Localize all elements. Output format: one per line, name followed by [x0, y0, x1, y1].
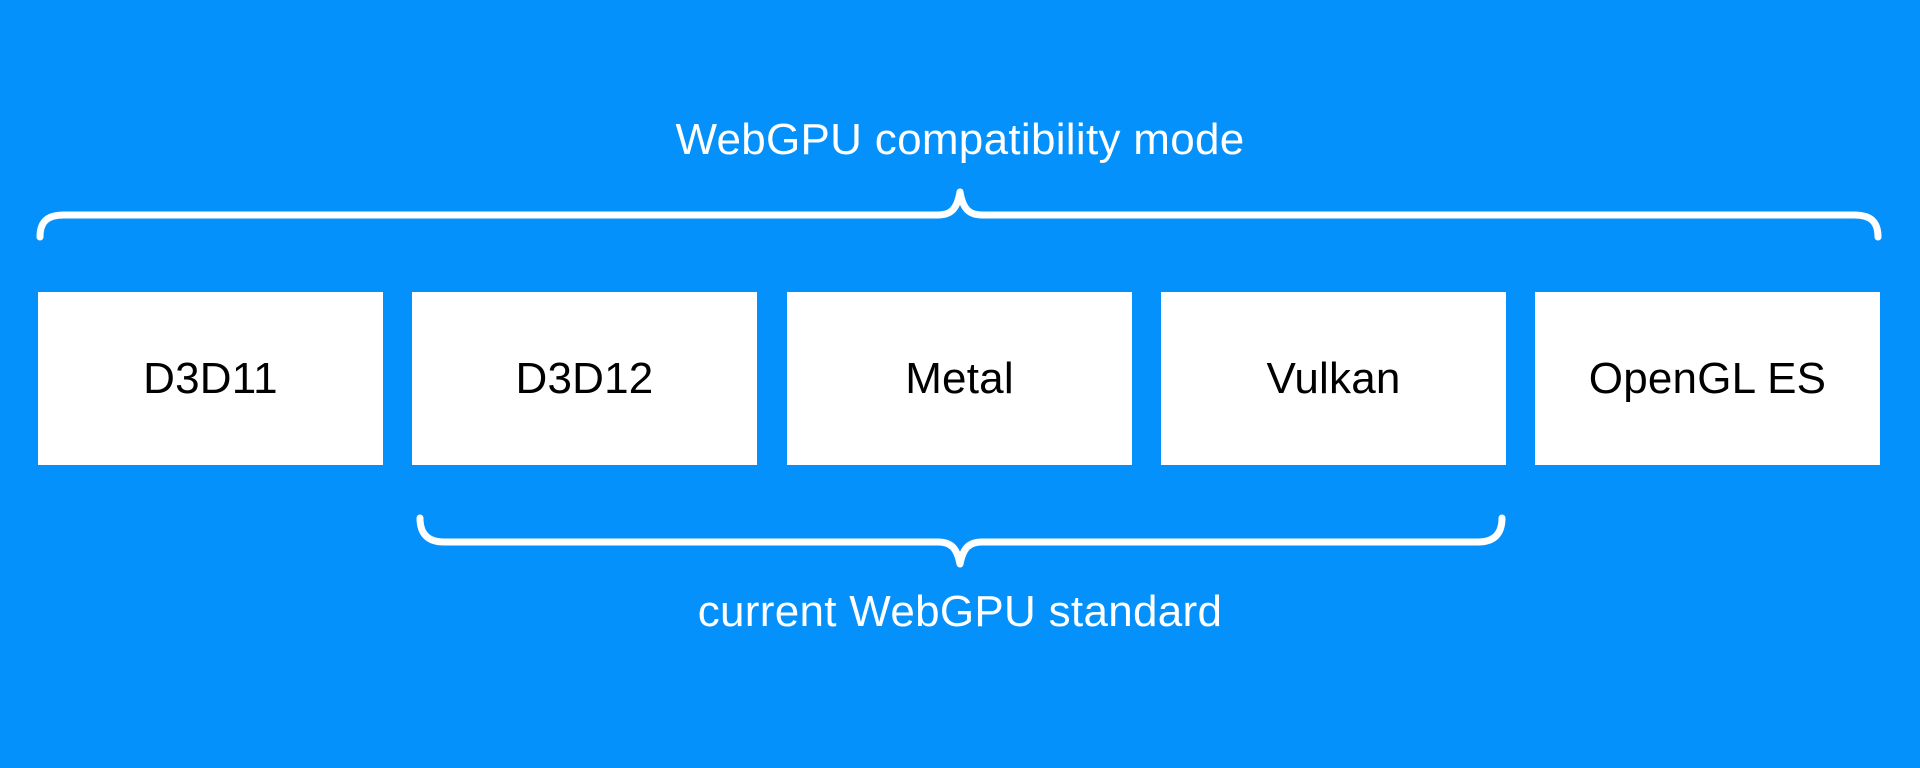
- backend-label: D3D12: [515, 353, 654, 403]
- backend-label: D3D11: [143, 353, 278, 403]
- backend-box-metal: Metal: [787, 292, 1132, 465]
- compatibility-mode-label: WebGPU compatibility mode: [675, 115, 1245, 164]
- current-standard-label: current WebGPU standard: [697, 587, 1223, 636]
- backend-box-vulkan: Vulkan: [1161, 292, 1506, 465]
- backend-box-opengl-es: OpenGL ES: [1535, 292, 1880, 465]
- overbrace-all-backends: [36, 188, 1882, 241]
- backend-box-d3d11: D3D11: [38, 292, 383, 465]
- backend-label: Vulkan: [1266, 353, 1401, 403]
- underbrace-webgpu-standard: [416, 514, 1506, 568]
- backend-label: OpenGL ES: [1588, 353, 1827, 403]
- backend-box-d3d12: D3D12: [412, 292, 757, 465]
- backend-label: Metal: [905, 353, 1014, 403]
